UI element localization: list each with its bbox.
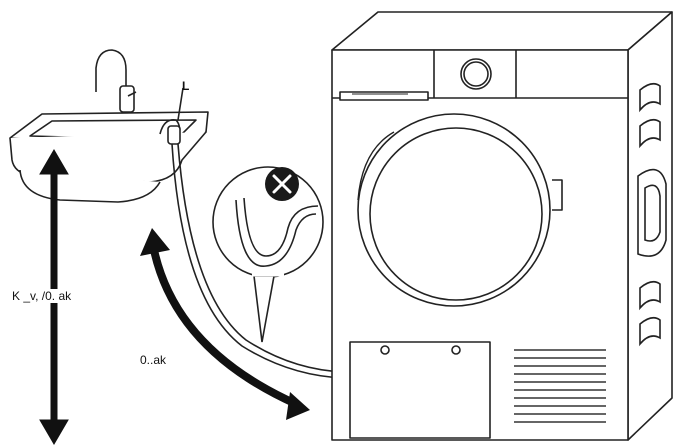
side-vents — [637, 82, 667, 347]
x-circle-icon — [265, 167, 299, 201]
vent-grille — [514, 349, 606, 423]
max-length-label: 0..ak — [140, 353, 167, 367]
hose-end — [159, 87, 184, 145]
max-height-label: K _v, /0. ak — [12, 289, 72, 303]
kinked-hose — [235, 197, 319, 267]
magnifier-bubble — [212, 166, 324, 343]
length-arrow — [140, 228, 310, 420]
faucet-icon — [95, 49, 137, 113]
hose-end-label: L — [182, 79, 190, 93]
drain-hose — [171, 143, 345, 379]
dryer — [331, 11, 673, 441]
